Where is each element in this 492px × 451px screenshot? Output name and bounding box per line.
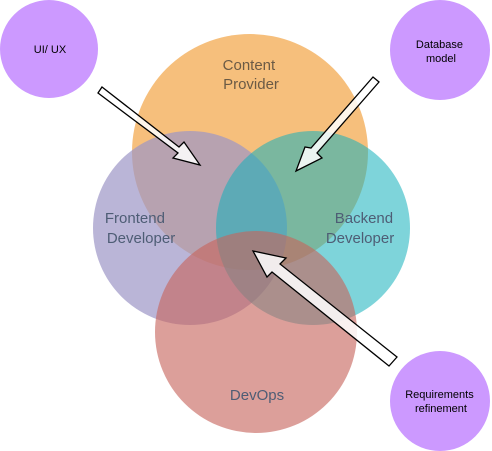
circle-labels: Content Provider Frontend Developer Back… [105,57,397,404]
devops-label: DevOps [230,387,284,404]
content-provider-label: Content Provider [223,57,280,93]
arrow-ui-ux-to-overlap [97,86,202,167]
venn-circles [93,34,410,433]
arrow-requirements-to-overlap [251,250,398,367]
frontend-developer-label: Frontend Developer [105,210,175,247]
devops-circle [155,231,357,433]
database-model-bubble [390,0,490,100]
ui-ux-label: UI/ UX [34,44,67,56]
ui-ux-bubble [0,0,98,98]
database-model-label: Database model [416,39,466,65]
bubble-labels: UI/ UX Database model Requirements refin… [34,39,477,415]
requirements-refinement-bubble [390,351,490,451]
block-arrows [97,76,398,367]
backend-developer-label: Backend Developer [326,210,397,247]
requirements-refinement-label: Requirements refinement [405,389,477,415]
arrow-database-to-overlap [294,76,380,173]
